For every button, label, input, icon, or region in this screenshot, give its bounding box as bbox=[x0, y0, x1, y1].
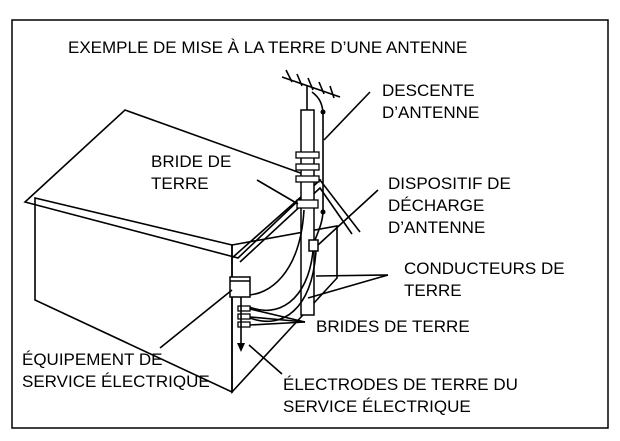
leader-brides-1 bbox=[249, 308, 306, 323]
leader-conductor-1 bbox=[315, 274, 389, 277]
grounding-conductor-mast bbox=[246, 209, 305, 296]
antenna-element bbox=[285, 69, 293, 83]
leader-brides-2 bbox=[249, 316, 306, 323]
label-discharge-line-1: DISPOSITIF DE bbox=[388, 174, 511, 193]
diagram-title: EXEMPLE DE MISE À LA TERRE D’UNE ANTENNE bbox=[68, 38, 468, 57]
label-lead-in-line-2: D’ANTENNE bbox=[382, 103, 480, 122]
label-ground-clamps: BRIDES DE TERRE bbox=[316, 317, 470, 336]
antenna-element bbox=[329, 85, 335, 99]
wire-standoff bbox=[320, 209, 326, 215]
label-electrodes-line-1: ÉLECTRODES DE TERRE DU bbox=[283, 375, 518, 394]
base-ground-clamp bbox=[237, 313, 251, 320]
lead-in-continued bbox=[246, 250, 314, 312]
mast-bracket bbox=[295, 175, 320, 183]
label-electrodes-line-2: SERVICE ÉLECTRIQUE bbox=[283, 397, 471, 416]
antenna-element bbox=[307, 77, 314, 91]
label-conductors-line-1: CONDUCTEURS DE bbox=[404, 259, 565, 278]
leader-service-equipment bbox=[159, 289, 233, 349]
discharge-unit bbox=[308, 239, 319, 252]
electrode-tip bbox=[237, 343, 245, 352]
leader-discharge bbox=[317, 189, 379, 246]
leader-conductor-2 bbox=[307, 274, 389, 299]
lead-in-wire bbox=[311, 91, 324, 241]
antenna-element bbox=[296, 73, 303, 87]
service-equipment-box bbox=[229, 276, 251, 298]
label-ground-clamp-line-1: BRIDE DE bbox=[151, 152, 232, 171]
antenna-element bbox=[318, 81, 325, 95]
label-service-equipment-line-2: SERVICE ÉLECTRIQUE bbox=[22, 372, 210, 391]
label-discharge-line-3: D’ANTENNE bbox=[388, 218, 486, 237]
label-service-equipment-line-1: ÉQUIPEMENT DE bbox=[22, 350, 163, 369]
wire-standoff bbox=[320, 109, 326, 115]
mast-bracket bbox=[295, 163, 320, 171]
leader-ground-clamp bbox=[256, 179, 299, 205]
gable-edge bbox=[231, 178, 361, 259]
leader-lead-in bbox=[323, 91, 371, 141]
leader-electrodes bbox=[248, 344, 283, 375]
grounding-conductor-unit bbox=[249, 250, 317, 323]
label-ground-clamp-line-2: TERRE bbox=[151, 174, 209, 193]
base-ground-clamp bbox=[237, 305, 251, 312]
antenna-mast bbox=[300, 109, 315, 316]
mast-ground-clamp bbox=[296, 199, 319, 209]
label-conductors-line-2: TERRE bbox=[404, 281, 462, 300]
leader-brides-3 bbox=[249, 321, 306, 326]
label-lead-in-line-1: DESCENTE bbox=[382, 81, 475, 100]
outer-frame bbox=[11, 19, 609, 429]
label-discharge-line-2: DÉCHARGE bbox=[388, 196, 485, 215]
gable-edge-inner bbox=[239, 186, 353, 263]
mast-bracket bbox=[295, 151, 320, 159]
base-ground-clamp bbox=[237, 321, 251, 328]
